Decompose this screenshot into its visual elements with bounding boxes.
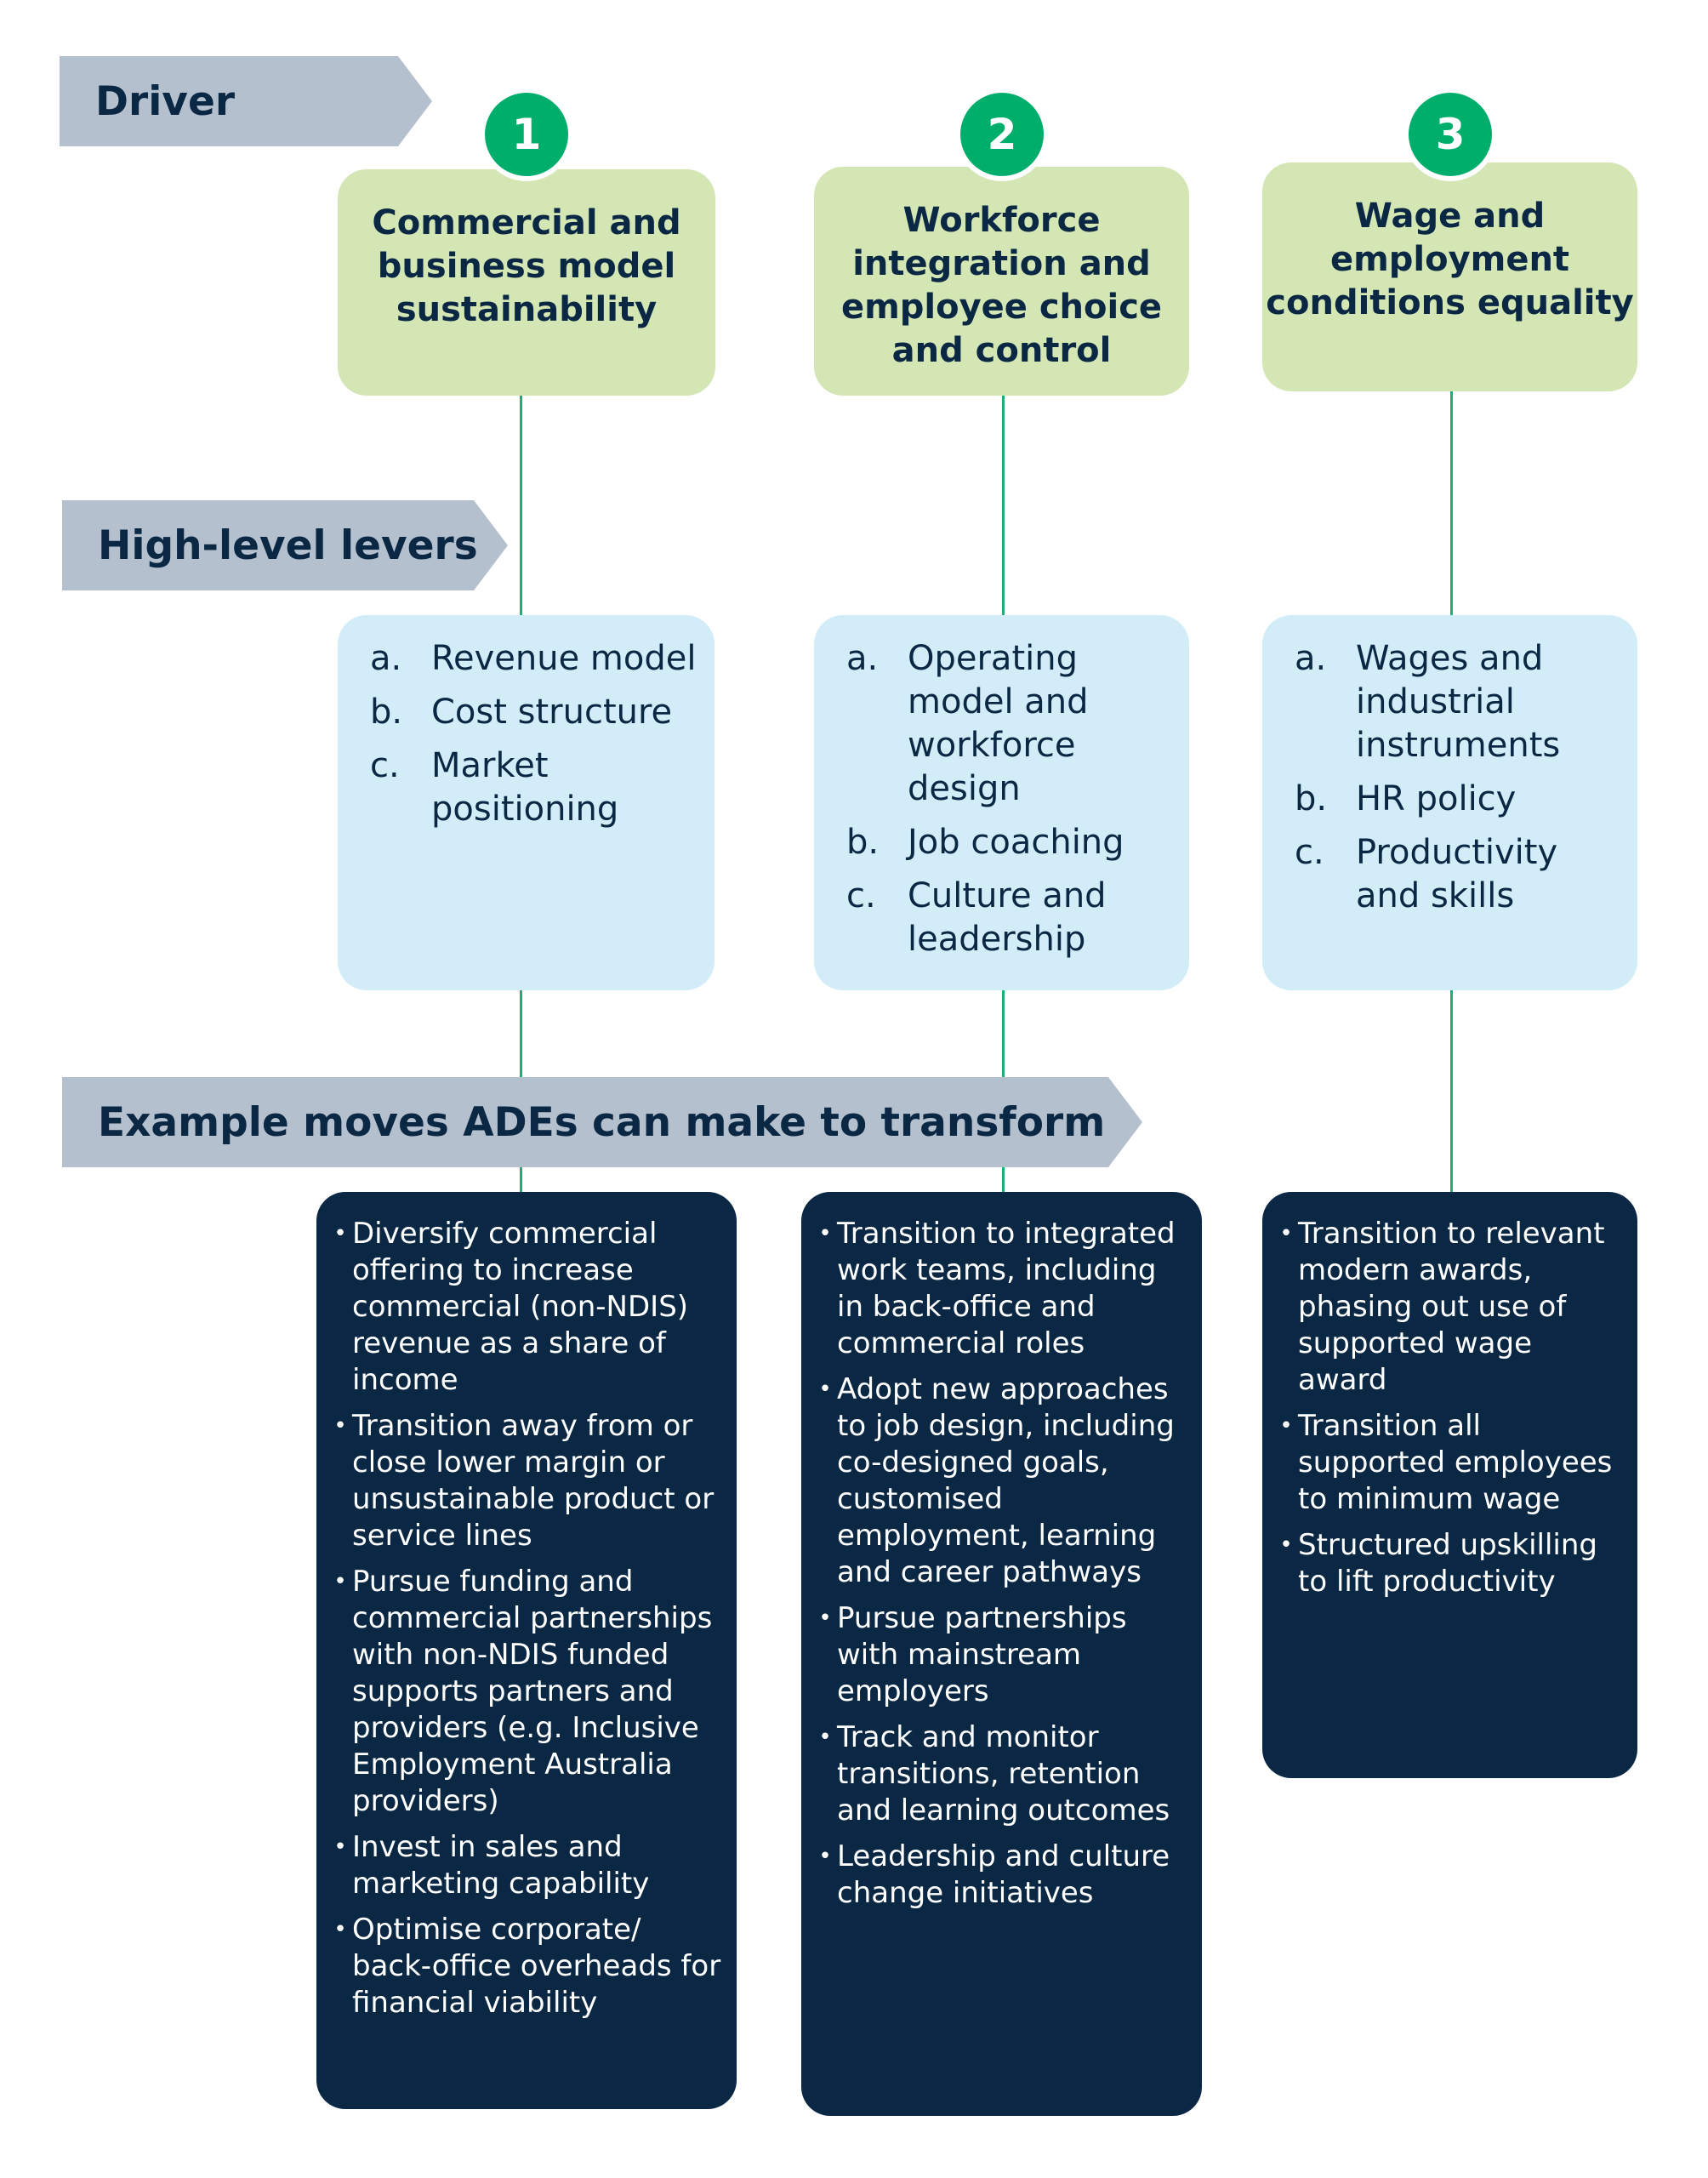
bullet-icon: • [333, 1221, 347, 1246]
driver-banner-label: Driver [95, 77, 235, 125]
move-item: •Pursue funding and commercial partnersh… [328, 1564, 721, 1820]
bullet-icon: • [1279, 1532, 1293, 1558]
lever-text: HR policy [1356, 779, 1517, 818]
move-text: Invest in sales and marketing capability [352, 1830, 650, 1901]
move-item: •Track and monitor transitions, retentio… [813, 1719, 1187, 1829]
bullet-icon: • [333, 1917, 347, 1942]
move-item: •Structured upskilling to lift productiv… [1274, 1527, 1622, 1600]
driver-banner: Driver [60, 56, 432, 146]
moves-banner-label: Example moves ADEs can make to transform [98, 1098, 1106, 1146]
move-text: Diversify commercial offering to increas… [352, 1217, 689, 1397]
lever-letter: b. [846, 823, 880, 862]
lever-text: Revenue model [431, 639, 697, 678]
lever-text: Market positioning [431, 746, 619, 829]
move-text: Optimise corporate/ back-office overhead… [352, 1913, 721, 2020]
lever-item: a. Operating model and workforce design [846, 637, 1172, 811]
move-text: Track and monitor transitions, retention… [837, 1720, 1170, 1827]
lever-letter: b. [1295, 779, 1328, 818]
driver-title: Workforce integration and employee choic… [840, 201, 1163, 370]
move-text: Pursue partnerships with mainstream empl… [837, 1601, 1127, 1708]
move-item: •Leadership and culture change initiativ… [813, 1839, 1187, 1912]
lever-text: Culture and leadership [908, 876, 1107, 959]
move-text: Pursue funding and commercial partnershi… [352, 1565, 713, 1818]
lever-letter: b. [370, 693, 403, 732]
driver-box-3: Wage and employment conditions equality [1262, 162, 1637, 391]
lever-item: c. Productivity and skills [1295, 831, 1620, 918]
driver-number-badge: 3 [1403, 88, 1497, 181]
bullet-icon: • [818, 1221, 832, 1246]
lever-item: b. Cost structure [370, 691, 697, 734]
lever-item: c. Culture and leadership [846, 875, 1172, 961]
driver-box-2: Workforce integration and employee choic… [814, 167, 1189, 396]
lever-letter: a. [1295, 639, 1327, 678]
moves-box-2: •Transition to integrated work teams, in… [801, 1192, 1202, 2116]
lever-item: c. Market positioning [370, 744, 697, 831]
bullet-icon: • [1279, 1413, 1293, 1439]
lever-item: a. Revenue model [370, 637, 697, 681]
bullet-icon: • [818, 1844, 832, 1869]
move-item: •Invest in sales and marketing capabilit… [328, 1829, 721, 1902]
levers-banner: High-level levers [62, 500, 508, 590]
move-text: Adopt new approaches to job design, incl… [837, 1372, 1175, 1589]
lever-item: a. Wages and industrial instruments [1295, 637, 1620, 767]
bullet-icon: • [818, 1377, 832, 1402]
lever-item: b. Job coaching [846, 821, 1172, 864]
bullet-icon: • [333, 1413, 347, 1439]
move-item: •Diversify commercial offering to increa… [328, 1216, 721, 1399]
levers-box-2: a. Operating model and workforce design b.… [814, 615, 1189, 990]
move-text: Transition to relevant modern awards, ph… [1298, 1217, 1605, 1397]
levers-banner-label: High-level levers [98, 522, 478, 569]
move-text: Transition all supported employees to mi… [1298, 1409, 1613, 1516]
levers-box-1: a. Revenue model b. Cost structure c. Market … [338, 615, 715, 990]
bullet-icon: • [1279, 1221, 1293, 1246]
move-text: Transition away from or close lower marg… [352, 1409, 715, 1553]
driver-number-badge: 2 [955, 88, 1049, 181]
bullet-icon: • [333, 1834, 347, 1860]
lever-letter: c. [370, 746, 400, 785]
lever-letter: c. [1295, 833, 1324, 872]
moves-box-3: •Transition to relevant modern awards, p… [1262, 1192, 1637, 1778]
move-item: •Transition to integrated work teams, in… [813, 1216, 1187, 1362]
moves-box-1: •Diversify commercial offering to increa… [316, 1192, 737, 2109]
lever-text: Wages and industrial instruments [1356, 639, 1561, 765]
move-text: Structured upskilling to lift productivi… [1298, 1528, 1598, 1599]
lever-text: Operating model and workforce design [908, 639, 1089, 808]
bullet-icon: • [818, 1725, 832, 1750]
moves-banner: Example moves ADEs can make to transform [62, 1077, 1142, 1167]
move-item: •Adopt new approaches to job design, inc… [813, 1371, 1187, 1591]
driver-title: Commercial and business model sustainabi… [372, 203, 681, 329]
lever-item: b. HR policy [1295, 778, 1620, 821]
driver-box-1: Commercial and business model sustainabi… [338, 169, 715, 396]
move-item: •Transition all supported employees to m… [1274, 1408, 1622, 1518]
bullet-icon: • [818, 1605, 832, 1631]
lever-text: Job coaching [908, 823, 1124, 862]
bullet-icon: • [333, 1569, 347, 1594]
lever-letter: c. [846, 876, 876, 915]
move-item: •Optimise corporate/ back-office overhea… [328, 1912, 721, 2021]
lever-text: Productivity and skills [1356, 833, 1558, 915]
move-text: Leadership and culture change initiative… [837, 1839, 1170, 1910]
lever-letter: a. [370, 639, 402, 678]
move-text: Transition to integrated work teams, inc… [837, 1217, 1176, 1360]
driver-title: Wage and employment conditions equality [1266, 197, 1634, 322]
levers-box-3: a. Wages and industrial instruments b. HR p… [1262, 615, 1637, 990]
lever-text: Cost structure [431, 693, 673, 732]
move-item: •Transition to relevant modern awards, p… [1274, 1216, 1622, 1399]
driver-number-badge: 1 [480, 88, 573, 181]
move-item: •Transition away from or close lower mar… [328, 1408, 721, 1554]
lever-letter: a. [846, 639, 879, 678]
move-item: •Pursue partnerships with mainstream emp… [813, 1600, 1187, 1710]
